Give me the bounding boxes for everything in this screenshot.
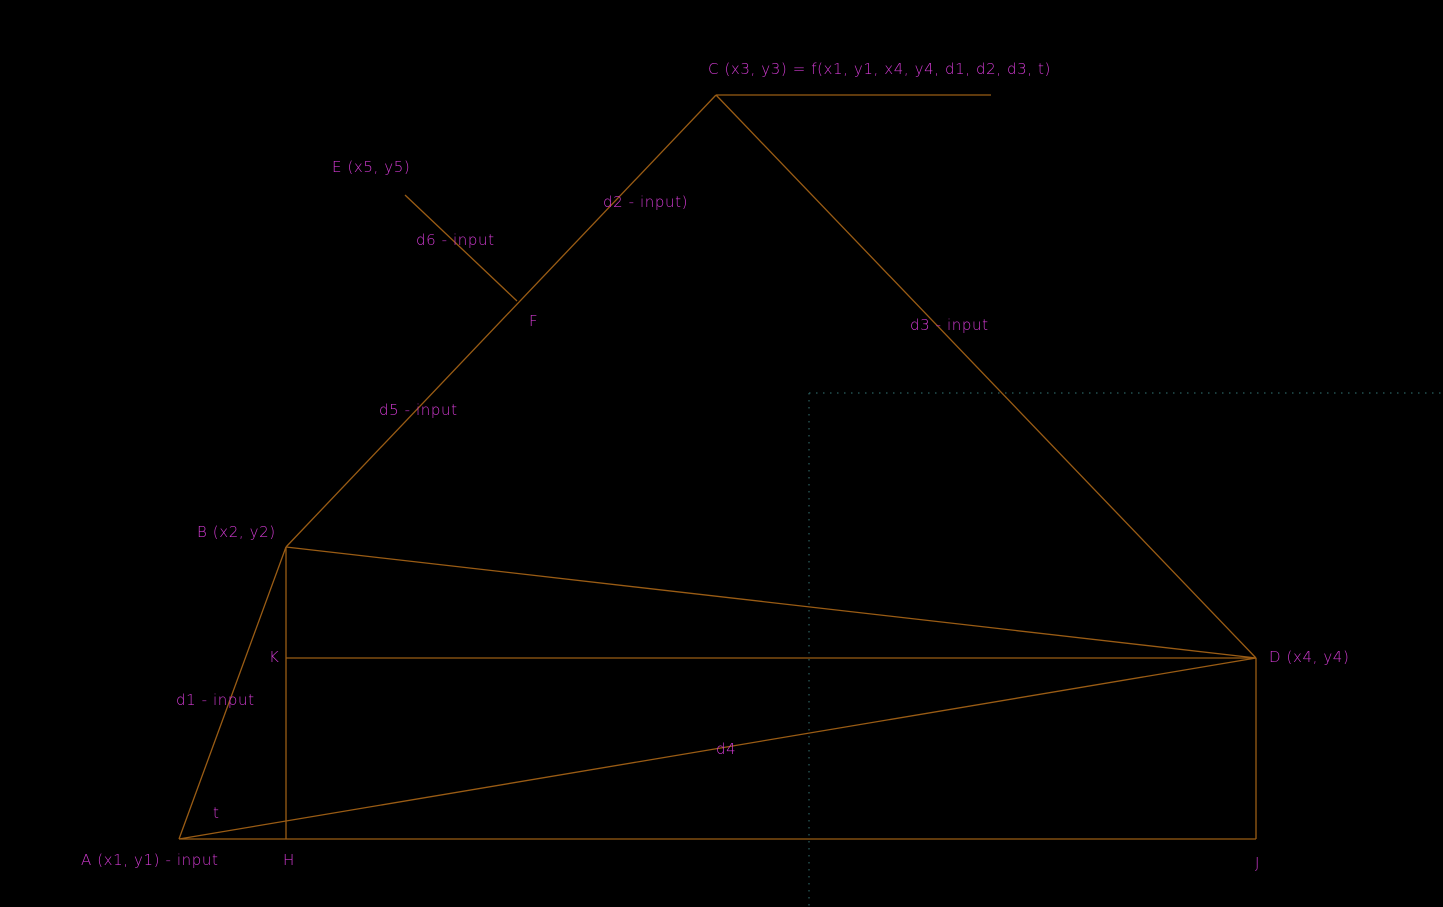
label-point-e: E (x5, y5) [332, 158, 410, 176]
segment-a-d [178, 657, 1257, 840]
label-angle-t: t [213, 804, 219, 822]
segment-c-d [715, 94, 1257, 659]
label-point-b: B (x2, y2) [197, 523, 276, 541]
label-d4: d4 [716, 740, 736, 758]
label-d6: d6 - input [416, 231, 495, 249]
label-d3: d3 - input [910, 316, 989, 334]
label-point-f: F [529, 312, 538, 330]
label-point-k: K [269, 648, 279, 666]
segment-b-d [285, 546, 1257, 659]
label-point-j: J [1255, 854, 1260, 872]
segment-b-c [285, 94, 717, 548]
label-point-a: A (x1, y1) - input [81, 851, 218, 869]
label-d1: d1 - input [176, 691, 255, 709]
label-point-c: C (x3, y3) = f(x1, y1, x4, y4, d1, d2, d… [708, 60, 1051, 78]
segment-e-f [404, 194, 518, 302]
label-d5: d5 - input [379, 401, 458, 419]
label-d2: d2 - input) [603, 193, 688, 211]
segment-a-b [178, 546, 287, 840]
labels: C (x3, y3) = f(x1, y1, x4, y4, d1, d2, d… [81, 60, 1349, 872]
label-point-d: D (x4, y4) [1269, 648, 1349, 666]
label-point-h: H [283, 851, 295, 869]
guide-lines [808, 392, 1443, 907]
segments [178, 94, 1257, 840]
